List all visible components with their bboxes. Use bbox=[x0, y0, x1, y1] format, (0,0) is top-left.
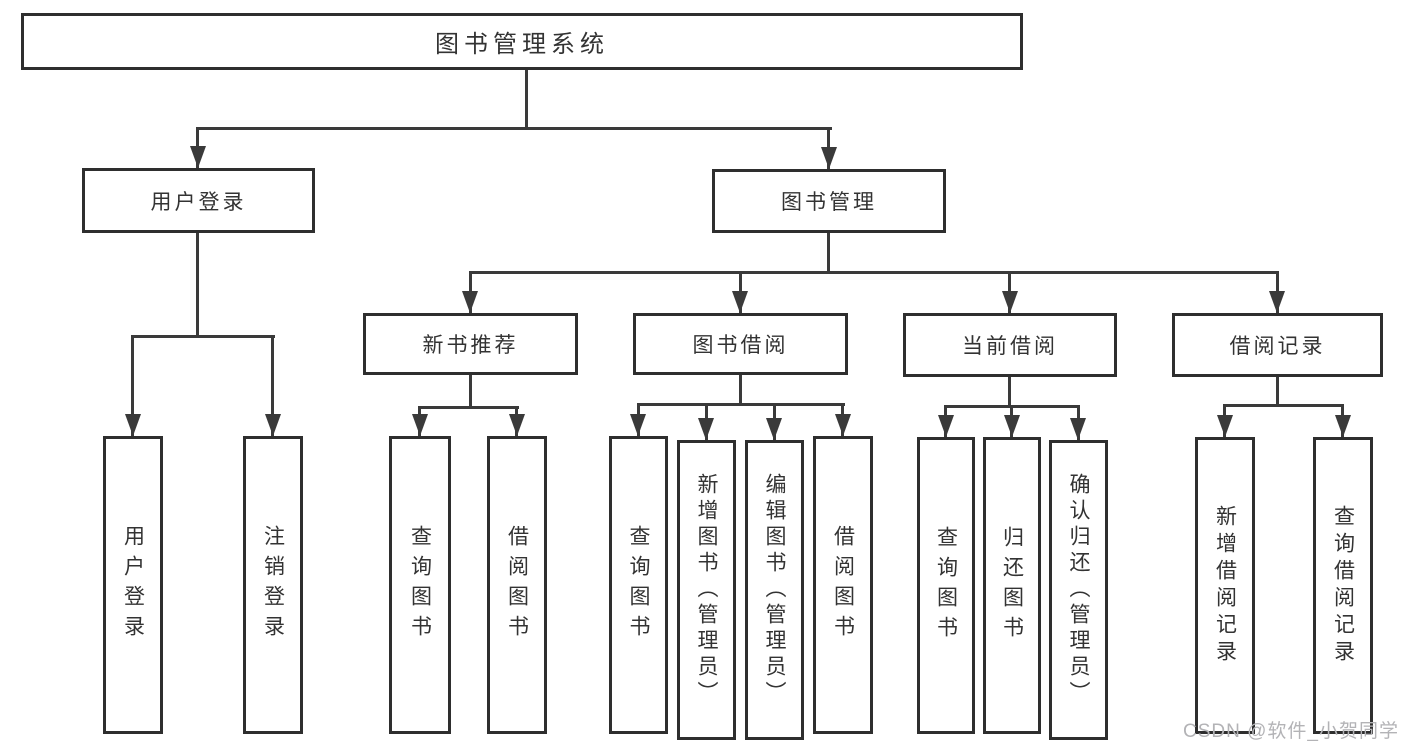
connector-line bbox=[469, 375, 472, 409]
node-user-login: 用户登录 bbox=[82, 168, 315, 233]
leaf-add-borrow-record: 新增借阅记录 bbox=[1195, 437, 1255, 734]
leaf-user-login: 用户登录 bbox=[103, 436, 163, 734]
connector-line bbox=[469, 271, 1279, 274]
node-current-borrow: 当前借阅 bbox=[903, 313, 1117, 377]
connector-line bbox=[418, 406, 519, 409]
leaf-query-borrow-record: 查询借阅记录 bbox=[1313, 437, 1373, 734]
leaf-confirm-return-admin: 确认归还（管理员） bbox=[1049, 440, 1108, 740]
node-book-management: 图书管理 bbox=[712, 169, 946, 233]
arrow-down bbox=[1002, 291, 1018, 313]
connector-line bbox=[739, 375, 742, 406]
arrow-down bbox=[1004, 415, 1020, 437]
leaf-borrow-books: 借阅图书 bbox=[813, 436, 873, 734]
connector-line bbox=[1008, 377, 1011, 408]
arrow-down bbox=[509, 414, 525, 436]
leaf-add-books-admin: 新增图书（管理员） bbox=[677, 440, 736, 740]
leaf-edit-books-admin: 编辑图书（管理员） bbox=[745, 440, 804, 740]
arrow-down bbox=[835, 414, 851, 436]
arrow-down bbox=[125, 414, 141, 436]
connector-line bbox=[827, 233, 830, 274]
arrow-down bbox=[1070, 418, 1086, 440]
node-new-book-recommend: 新书推荐 bbox=[363, 313, 578, 375]
arrow-down bbox=[1269, 291, 1285, 313]
connector-line bbox=[637, 403, 845, 406]
csdn-watermark: CSDN @软件_小贺同学 bbox=[1183, 721, 1399, 742]
arrow-down bbox=[698, 418, 714, 440]
leaf-query-books-borrow: 查询图书 bbox=[609, 436, 668, 734]
connector-line bbox=[271, 335, 274, 436]
leaf-logout: 注销登录 bbox=[243, 436, 303, 734]
arrow-down bbox=[821, 147, 837, 169]
connector-line bbox=[196, 127, 832, 130]
connector-line bbox=[131, 335, 134, 436]
arrow-down bbox=[462, 291, 478, 313]
arrow-down bbox=[1217, 415, 1233, 437]
connector-line bbox=[1276, 377, 1279, 407]
arrow-down bbox=[732, 291, 748, 313]
arrow-down bbox=[265, 414, 281, 436]
leaf-query-books-current: 查询图书 bbox=[917, 437, 975, 734]
connector-line bbox=[1223, 404, 1344, 407]
arrow-down bbox=[938, 415, 954, 437]
leaf-borrow-books-recommend: 借阅图书 bbox=[487, 436, 547, 734]
connector-line bbox=[131, 335, 275, 338]
node-borrow-records: 借阅记录 bbox=[1172, 313, 1383, 377]
leaf-query-books-recommend: 查询图书 bbox=[389, 436, 451, 734]
node-book-borrow: 图书借阅 bbox=[633, 313, 848, 375]
arrow-down bbox=[412, 414, 428, 436]
arrow-down bbox=[630, 414, 646, 436]
leaf-return-books: 归还图书 bbox=[983, 437, 1041, 734]
arrow-down bbox=[190, 146, 206, 168]
arrow-down bbox=[1335, 415, 1351, 437]
node-root-system: 图书管理系统 bbox=[21, 13, 1023, 70]
connector-line bbox=[525, 70, 528, 128]
connector-line bbox=[196, 233, 199, 338]
arrow-down bbox=[766, 418, 782, 440]
